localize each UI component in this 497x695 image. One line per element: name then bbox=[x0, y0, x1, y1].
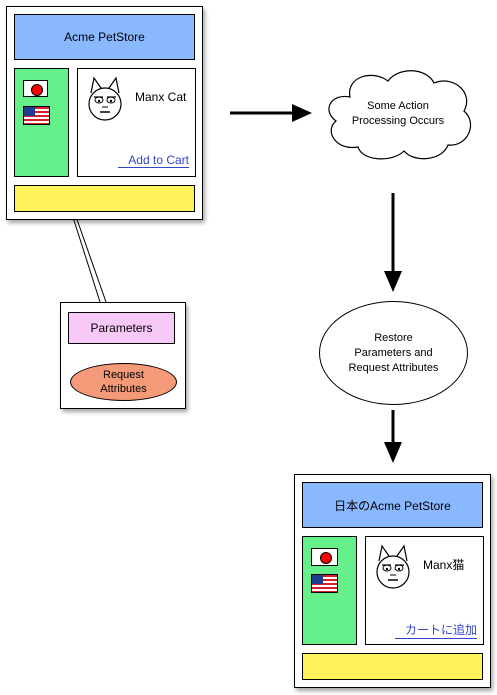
restore-line-1: Restore bbox=[374, 331, 413, 344]
petstore-page-japanese: 日本のAcme PetStore Manx猫 カートに追加 bbox=[294, 474, 491, 688]
restore-step-ellipse: Restore Parameters and Request Attribute… bbox=[319, 301, 468, 405]
add-to-cart-link[interactable]: Add to Cart bbox=[118, 153, 189, 168]
arrow-to-processing bbox=[230, 104, 312, 122]
add-to-cart-link[interactable]: カートに追加 bbox=[394, 621, 477, 639]
page-header-bar: Acme PetStore bbox=[14, 14, 195, 60]
processing-cloud-shape bbox=[328, 70, 472, 160]
arrow-to-localized-page bbox=[384, 410, 402, 463]
request-attributes-ellipse: Request Attributes bbox=[70, 363, 177, 401]
processing-line-1: Some Action bbox=[367, 100, 429, 112]
locale-sidebar bbox=[14, 68, 69, 177]
product-panel: Manx猫 カートに追加 bbox=[365, 536, 484, 645]
processing-line-2: Processing Occurs bbox=[351, 115, 445, 127]
japan-flag-icon[interactable] bbox=[23, 80, 48, 97]
page-title: 日本のAcme PetStore bbox=[334, 498, 451, 513]
petstore-page-english: Acme PetStore Manx Cat Add to Cart bbox=[6, 6, 203, 220]
us-flag-icon[interactable] bbox=[23, 106, 50, 125]
parameters-box: Parameters bbox=[68, 312, 175, 344]
locale-sidebar bbox=[302, 536, 357, 645]
product-name: Manx猫 bbox=[423, 558, 465, 572]
parameters-label: Parameters bbox=[90, 320, 153, 335]
request-box: Parameters Request Attributes bbox=[60, 302, 186, 409]
arrow-to-restore bbox=[384, 193, 402, 292]
cat-face-icon bbox=[376, 544, 410, 589]
page-footer-bar bbox=[302, 653, 483, 680]
restore-line-2: Parameters and bbox=[354, 346, 433, 359]
us-flag-icon[interactable] bbox=[311, 574, 338, 593]
attributes-line-2: Attributes bbox=[100, 383, 147, 395]
page-title: Acme PetStore bbox=[64, 30, 145, 44]
processing-cloud-label: Some Action Processing Occurs bbox=[330, 90, 466, 138]
page-footer-bar bbox=[14, 185, 195, 212]
japan-flag-icon[interactable] bbox=[311, 548, 338, 566]
product-panel: Manx Cat Add to Cart bbox=[77, 68, 196, 177]
restore-line-3: Request Attributes bbox=[348, 361, 439, 374]
cat-face-icon bbox=[88, 76, 122, 121]
page-header-bar: 日本のAcme PetStore bbox=[302, 482, 483, 528]
product-name: Manx Cat bbox=[135, 90, 187, 104]
attributes-line-1: Request bbox=[103, 369, 144, 381]
